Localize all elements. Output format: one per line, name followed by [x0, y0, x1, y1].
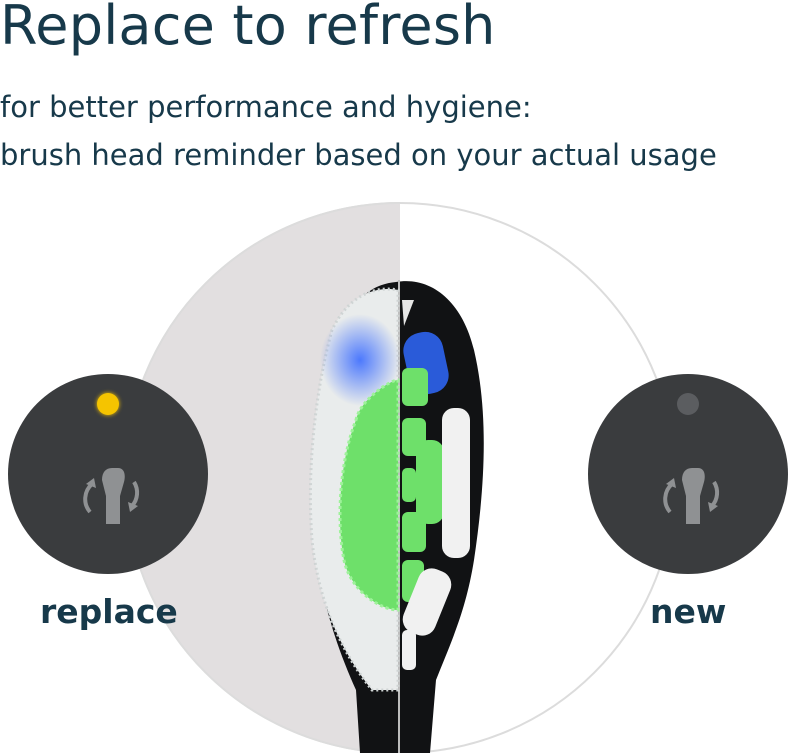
worn-bristles	[308, 287, 400, 692]
new-led-icon	[677, 393, 699, 415]
new-bristles	[402, 300, 470, 670]
brush-head-replace-icon	[663, 468, 720, 524]
replace-led-icon	[97, 393, 119, 415]
subtitle-line-1: for better performance and hygiene:	[0, 90, 532, 124]
replace-label: replace	[40, 592, 178, 631]
page-title: Replace to refresh	[0, 0, 496, 57]
replace-indicator-badge	[8, 374, 208, 574]
new-label: new	[650, 592, 727, 631]
brush-head-replace-icon	[83, 468, 140, 524]
new-indicator-badge	[588, 374, 788, 574]
subtitle-line-2: brush head reminder based on your actual…	[0, 138, 717, 172]
